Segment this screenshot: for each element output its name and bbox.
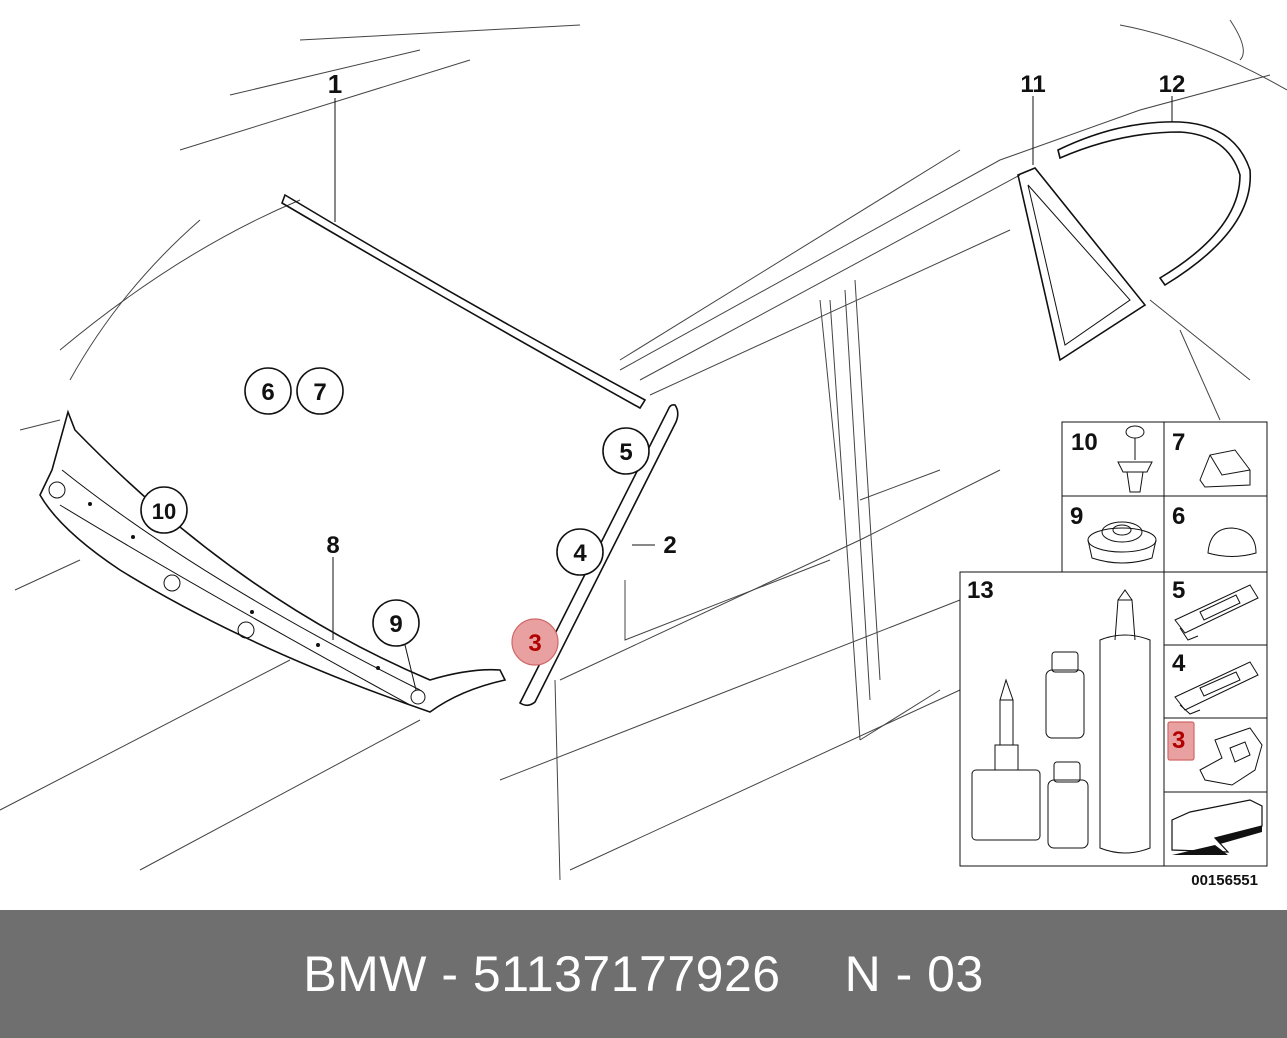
callout-10: 10 xyxy=(140,486,188,534)
arrow-icon xyxy=(1171,799,1263,855)
part-12-window-seal xyxy=(1057,121,1252,287)
separator-space-2 xyxy=(459,945,473,1003)
inset-cell-3-label: 3 xyxy=(1172,727,1185,754)
drawing-number: 00156551 xyxy=(1191,872,1258,889)
callout-3-label: 3 xyxy=(528,630,541,657)
part-info-footer: BMW - 51137177926 N - 03 xyxy=(0,910,1287,1038)
part-8-cowl-panel xyxy=(39,409,507,713)
clip-7-icon xyxy=(1199,449,1251,488)
separator-text: - xyxy=(441,946,459,1002)
screw-clip-icon xyxy=(1117,425,1153,493)
callout-6: 6 xyxy=(244,367,292,415)
inset-cell-13-label: 13 xyxy=(967,577,994,604)
callout-6-label: 6 xyxy=(261,379,274,406)
callout-4-label: 4 xyxy=(573,540,587,567)
clip-4-icon xyxy=(1174,661,1259,715)
adhesive-kit-13-icon xyxy=(971,589,1151,854)
cap-6-icon xyxy=(1207,527,1257,557)
callout-11-label: 11 xyxy=(1020,71,1045,98)
part-number-text: 51137177926 xyxy=(472,946,781,1002)
callout-1-label: 1 xyxy=(328,69,342,99)
callout-5: 5 xyxy=(602,427,650,475)
part-1-windshield-seal xyxy=(281,193,647,410)
inset-cell-9-label: 9 xyxy=(1070,503,1083,530)
inset-cell-6-label: 6 xyxy=(1172,503,1185,530)
separator-space xyxy=(427,945,441,1003)
part-11-quarter-window xyxy=(1017,167,1147,362)
inset-cell-10-label: 10 xyxy=(1071,429,1098,456)
grommet-9-icon xyxy=(1087,521,1157,564)
part-2-pillar-trim xyxy=(518,404,679,707)
car-body-outline xyxy=(0,19,1287,881)
callout-9: 9 xyxy=(372,599,420,691)
callout-7: 7 xyxy=(296,367,344,415)
callout-3-highlighted: 3 xyxy=(511,618,559,666)
inset-cell-3-highlight xyxy=(1167,721,1195,761)
callout-7-label: 7 xyxy=(313,379,326,406)
callout-2-label: 2 xyxy=(663,532,676,559)
position-code-text: N - 03 xyxy=(844,946,984,1002)
callout-10-label: 10 xyxy=(152,499,176,524)
brand-text: BMW xyxy=(303,946,427,1002)
callout-4: 4 xyxy=(556,528,604,576)
inset-cell-7-label: 7 xyxy=(1172,429,1185,456)
parts-diagram: 1 2 8 11 12 6 7 10 xyxy=(0,19,1287,889)
callout-5-label: 5 xyxy=(619,439,632,466)
callout-12-label: 12 xyxy=(1159,71,1186,98)
inset-parts-table: 10 7 9 6 13 5 4 3 xyxy=(959,421,1268,889)
callout-9-label: 9 xyxy=(389,611,402,638)
callout-8-label: 8 xyxy=(326,532,339,559)
clip-5-icon xyxy=(1174,584,1259,641)
inset-cell-5-label: 5 xyxy=(1172,577,1185,604)
clip-3-icon xyxy=(1199,727,1263,786)
inset-cell-4-label: 4 xyxy=(1172,650,1186,677)
